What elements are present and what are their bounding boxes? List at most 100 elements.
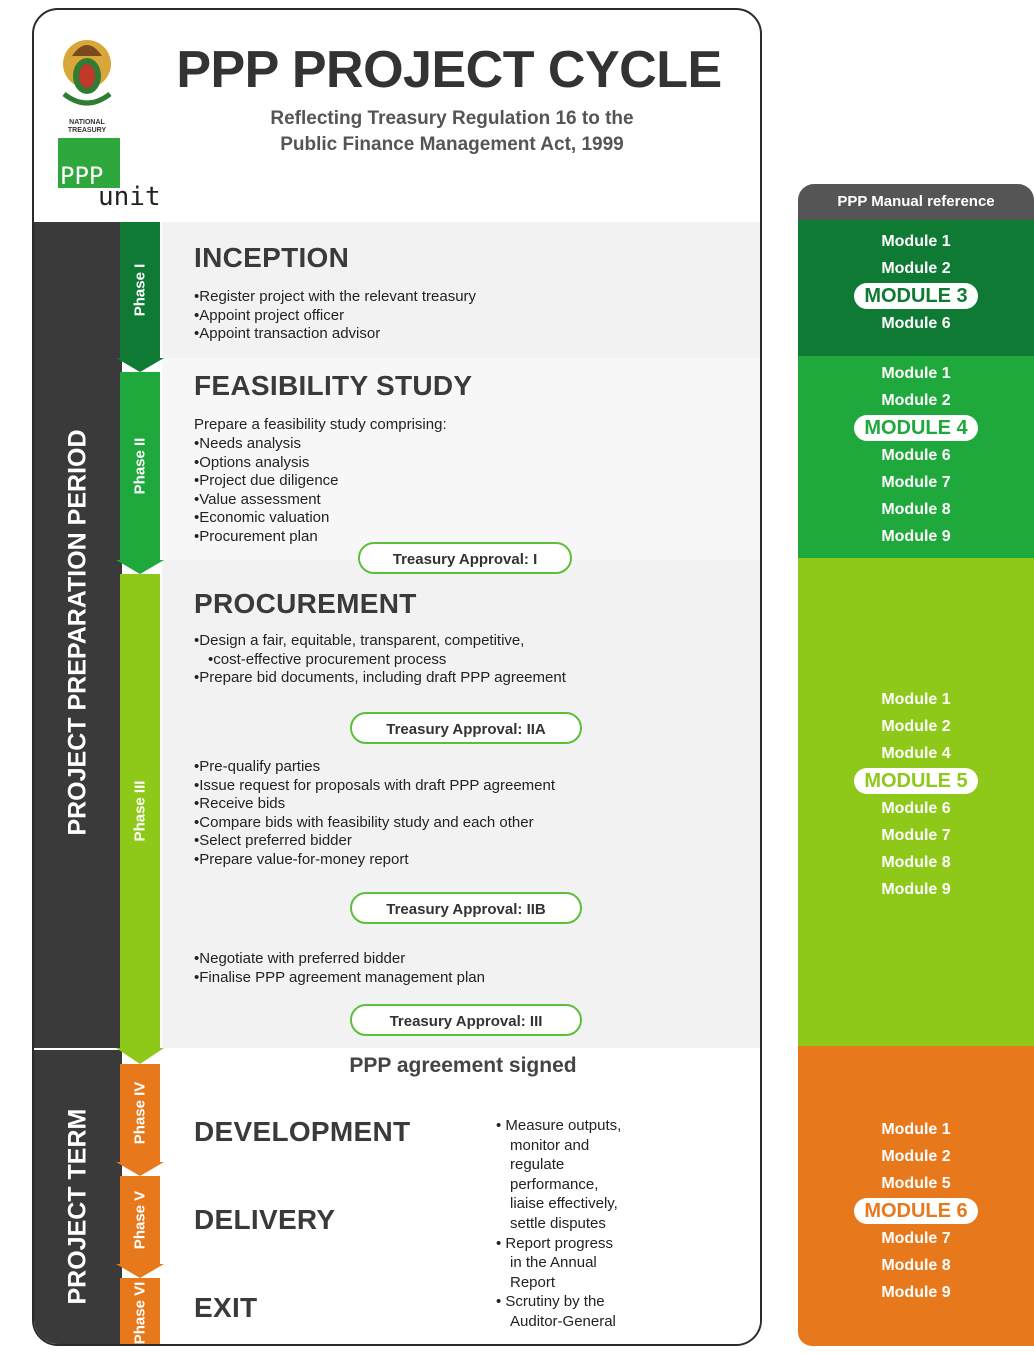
list-item: Select preferred bidder [194,832,555,851]
module-ref: Module 6 [881,315,951,332]
manual-term-modules: Module 1 Module 2 Module 5 MODULE 6 Modu… [798,1116,1034,1306]
list-item: Design a fair, equitable, transparent, c… [194,632,566,651]
module-ref: Module 7 [881,474,951,491]
module-ref: Module 2 [881,260,951,277]
project-term-bar [34,1050,122,1344]
term-band [162,1048,760,1344]
exit-title: EXIT [194,1292,258,1323]
subtitle-line-1: Reflecting Treasury Regulation 16 to the [270,108,634,129]
list-item: Negotiate with preferred bidder [194,950,485,969]
phase-3-arrow [116,1048,164,1064]
list-item-continuation: Auditor-General [510,1312,616,1330]
module-ref: Module 2 [881,1148,951,1165]
phase-6-column [120,1278,160,1344]
module-ref: Module 6 [881,800,951,817]
phase-1-arrow [116,358,164,372]
phase-2-label: Phase II [131,437,149,495]
inception-title: INCEPTION [194,242,350,273]
module-ref: Module 8 [881,854,951,871]
list-item: Procurement plan [194,528,339,547]
module-ref: Module 9 [881,1284,951,1301]
agreement-signed-label: PPP agreement signed [349,1054,577,1077]
list-item: Project due diligence [194,472,338,491]
list-item: • Scrutiny by the [496,1293,605,1311]
list-item: Needs analysis [194,435,339,454]
ppp-logo-text: PPP [60,162,104,190]
list-item: Finalise PPP agreement management plan [194,969,485,988]
phase-1-column [120,222,160,358]
page-title: PPP PROJECT CYCLE [176,41,722,99]
list-item-continuation: liaise effectively, [510,1195,618,1213]
module-ref-highlight: MODULE 3 [798,282,1034,310]
module-ref: Module 7 [881,827,951,844]
manual-procurement-block [798,558,1034,1046]
phase-5-label: Phase V [131,1190,149,1250]
ppp-unit-logo: PPP unit [58,138,168,218]
procurement-bullets-2: Pre-qualify parties Issue request for pr… [194,758,555,869]
manual-feasibility-modules: Module 1 Module 2 MODULE 4 Module 6 Modu… [798,360,1034,550]
list-item: Appoint transaction advisor [194,325,476,344]
module-ref-highlight: MODULE 6 [798,1197,1034,1225]
module-ref: Module 8 [881,1257,951,1274]
list-item: Options analysis [194,454,339,473]
delivery-title: DELIVERY [194,1204,336,1235]
treasury-approval-3: Treasury Approval: III [350,1004,582,1036]
module-ref: Module 1 [881,691,951,708]
list-item-continuation: regulate [510,1156,565,1174]
manual-procurement-modules: Module 1 Module 2 Module 4 MODULE 5 Modu… [798,686,1034,903]
unit-logo-text: unit [98,182,161,212]
manual-term-block [798,1046,1034,1346]
preparation-period-label: PROJECT PREPARATION PERIOD [63,429,92,836]
treasury-approval-1: Treasury Approval: I [358,542,572,574]
module-ref: Module 1 [881,365,951,382]
term-bullets: • Measure outputs, monitor and regulate … [496,1116,666,1332]
preparation-period-bar [34,222,122,1048]
list-item-continuation: cost-effective procurement process [194,651,566,670]
list-item: Compare bids with feasibility study and … [194,814,555,833]
phase-3-label: Phase III [131,780,149,842]
subtitle-line-2: Public Finance Management Act, 1999 [280,134,624,155]
feasibility-title: FEASIBILITY STUDY [194,370,473,401]
phase-6-label: Phase VI [131,1281,149,1345]
national-treasury-crest: NATIONAL TREASURY [52,34,122,134]
list-item-continuation: performance, [510,1175,599,1193]
list-item-continuation: Report [510,1273,556,1291]
phase-4-arrow [116,1162,164,1176]
module-ref-highlight: MODULE 4 [798,414,1034,442]
phase-2-arrow [116,560,164,574]
inception-bullets: Register project with the relevant treas… [194,288,476,344]
list-item: Value assessment [194,491,339,510]
list-item: Prepare bid documents, including draft P… [194,669,566,688]
page-subtitle: Reflecting Treasury Regulation 16 to the… [202,106,702,158]
phase-4-label: Phase IV [131,1081,149,1145]
procurement-bullets-1: Design a fair, equitable, transparent, c… [194,632,566,688]
procurement-title: PROCUREMENT [194,588,417,619]
procurement-bullets-3: Negotiate with preferred bidder Finalise… [194,950,485,987]
phase-3-column [120,574,160,1048]
module-ref: Module 1 [881,1121,951,1138]
ppp-logo-box [58,138,120,188]
module-ref: Module 1 [881,233,951,250]
manual-reference-header: PPP Manual reference [798,184,1034,220]
list-item-continuation: settle disputes [510,1214,606,1232]
module-ref: Module 8 [881,501,951,518]
module-ref: Module 7 [881,1230,951,1247]
module-ref: Module 4 [881,745,951,762]
phase-1-label: Phase I [131,263,149,317]
project-term-label: PROJECT TERM [63,1108,92,1305]
phase-5-arrow [116,1264,164,1278]
feasibility-intro: Prepare a feasibility study comprising: [194,416,447,433]
list-item: Prepare value-for-money report [194,851,555,870]
module-ref: Module 9 [881,881,951,898]
list-item: Economic valuation [194,509,339,528]
list-item-continuation: in the Annual [510,1254,597,1272]
module-ref-highlight: MODULE 5 [798,767,1034,795]
project-cycle-card: NATIONAL TREASURY PPP unit PPP PROJECT C… [32,8,762,1346]
list-item: • Measure outputs, [496,1117,622,1134]
treasury-approval-2a: Treasury Approval: IIA [350,712,582,744]
module-ref: Module 2 [881,718,951,735]
list-item: Appoint project officer [194,307,476,326]
phase-4-column [120,1064,160,1162]
phase-5-column [120,1176,160,1264]
list-item: Issue request for proposals with draft P… [194,777,555,796]
